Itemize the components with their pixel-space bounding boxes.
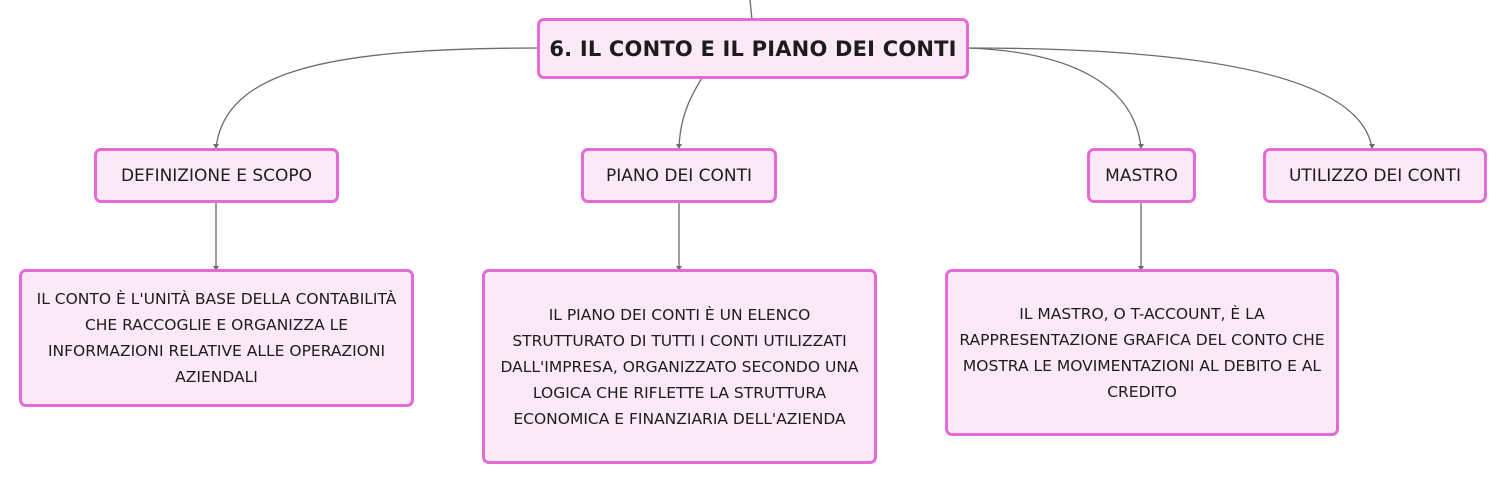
arrow-head-piano-detail (676, 266, 682, 271)
arrow-head-utilizzo (1369, 144, 1375, 149)
detail-definizione[interactable]: IL CONTO È L'UNITÀ BASE DELLA CONTABILIT… (19, 269, 414, 407)
topic-piano-dei-conti[interactable]: PIANO DEI CONTI (581, 148, 777, 203)
root-node[interactable]: 6. IL CONTO E IL PIANO DEI CONTI (537, 18, 969, 79)
connector-parent-root (749, 0, 753, 21)
arrow-head-definizione-detail (213, 266, 219, 271)
topic-mastro[interactable]: MASTRO (1087, 148, 1196, 203)
connector-root-utilizzo (967, 47, 1373, 149)
connector-root-mastro (967, 47, 1142, 149)
detail-mastro[interactable]: IL MASTRO, O T-ACCOUNT, È LA RAPPRESENTA… (945, 269, 1339, 436)
connector-root-piano (678, 77, 703, 149)
topic-utilizzo-dei-conti[interactable]: UTILIZZO DEI CONTI (1263, 148, 1487, 203)
arrow-head-mastro-detail (1138, 266, 1144, 271)
arrow-head-definizione (213, 144, 219, 149)
topic-definizione-e-scopo[interactable]: DEFINIZIONE E SCOPO (94, 148, 339, 203)
connector-root-definizione (215, 47, 541, 149)
arrow-head-piano (676, 144, 682, 149)
detail-piano-dei-conti[interactable]: IL PIANO DEI CONTI È UN ELENCO STRUTTURA… (482, 269, 877, 464)
arrow-head-mastro (1138, 144, 1144, 149)
